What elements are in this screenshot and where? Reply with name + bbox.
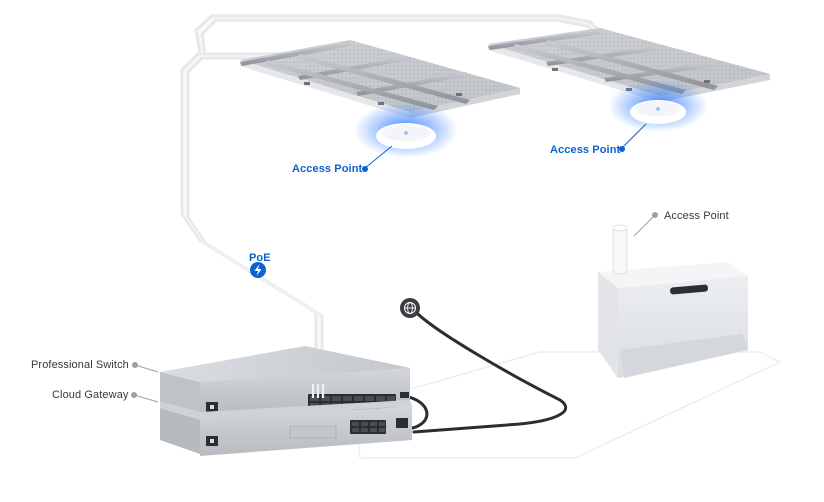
ceiling-access-point-2: [630, 100, 686, 124]
professional-switch-label: Professional Switch: [31, 359, 129, 371]
poe-cable-highlights: [184, 17, 608, 398]
ceiling-panel-1: [240, 40, 520, 118]
poe-label: PoE: [249, 252, 271, 264]
cloud-gateway-marker: [131, 392, 137, 398]
floor-outline: [354, 351, 782, 459]
ceiling-access-point-1: [376, 123, 436, 149]
globe-icon: [400, 298, 420, 318]
lightning-bolt-icon: [250, 262, 266, 278]
access-point-3-label: Access Point: [664, 210, 729, 222]
access-point-1-label: Access Point: [292, 163, 363, 175]
cloud-gateway-label: Cloud Gateway: [52, 389, 129, 401]
internet-cable: [410, 306, 568, 434]
outdoor-access-point: [598, 224, 748, 378]
access-point-1-leader: [364, 145, 393, 169]
access-point-1-marker: [362, 166, 368, 172]
professional-switch-marker: [132, 362, 138, 368]
access-point-2-leader: [621, 123, 647, 149]
gateway-leader: [133, 394, 159, 403]
access-point-3-leader: [633, 214, 656, 237]
access-point-2-label: Access Point: [550, 144, 621, 156]
switch-leader: [134, 364, 159, 373]
access-point-3-marker: [652, 212, 658, 218]
network-device-stack: [160, 346, 412, 456]
access-point-2-marker: [619, 146, 625, 152]
